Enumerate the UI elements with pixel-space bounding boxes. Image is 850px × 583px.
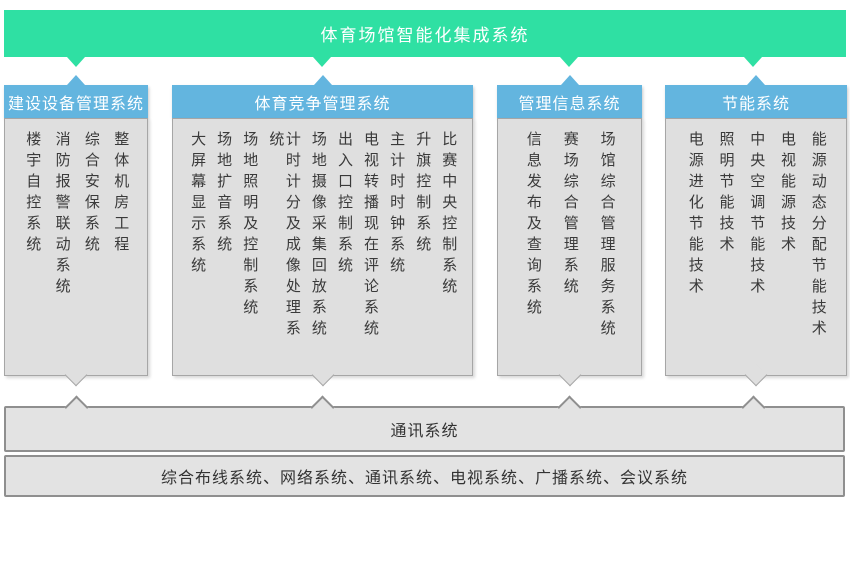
- subsystem-item: 电视能源技术: [779, 131, 796, 257]
- column-body: 整体机房工程 综合安保系统 消防报警联动系统 楼宇自控系统: [4, 118, 148, 387]
- subsystem-item: 场馆综合管理服务系统: [598, 131, 616, 341]
- up-arrow-icon: [560, 75, 579, 85]
- up-arrow-icon: [747, 75, 765, 85]
- down-arrow-icon: [67, 57, 85, 67]
- notch-down-icon: [64, 363, 88, 387]
- subsystem-item: 场地摄像采集回放系统: [309, 131, 327, 341]
- subsystem-item: 比赛中央控制系统: [440, 131, 458, 299]
- root-system-bar: 体育场馆智能化集成系统: [4, 10, 846, 57]
- column-body: 能源动态分配节能技术 电视能源技术 中央空调节能技术 照明节能技术 电源进化节能…: [665, 118, 847, 387]
- subsystem-item: 赛场综合管理系统: [561, 131, 579, 299]
- column-energy-saving: 节能系统 能源动态分配节能技术 电视能源技术 中央空调节能技术 照明节能技术 电…: [665, 75, 847, 387]
- communication-bar: 通讯系统: [4, 395, 845, 452]
- subsystem-item: 综合安保系统: [82, 131, 100, 257]
- subsystem-item: 计时计分及成像处理系统: [267, 131, 301, 341]
- subsystem-item: 整体机房工程: [112, 131, 130, 257]
- column-header: 建设设备管理系统: [4, 85, 148, 118]
- subsystem-item: 出入口控制系统: [335, 131, 353, 278]
- column-body: 场馆综合管理服务系统 赛场综合管理系统 信息发布及查询系统: [497, 118, 642, 387]
- down-arrow-icon: [560, 57, 578, 67]
- down-arrow-icon: [744, 57, 762, 67]
- root-system-title: 体育场馆智能化集成系统: [320, 26, 530, 45]
- subsystem-item: 场地扩音系统: [215, 131, 233, 257]
- down-arrow-icon: [313, 57, 331, 67]
- bump-up-icon: [741, 395, 766, 420]
- subsystem-item: 电视转播现在评论系统: [362, 131, 380, 341]
- bump-up-icon: [64, 395, 89, 420]
- column-header: 管理信息系统: [497, 85, 642, 118]
- column-building-equipment-mgmt: 建设设备管理系统 整体机房工程 综合安保系统 消防报警联动系统 楼宇自控系统: [4, 75, 148, 387]
- bump-up-icon: [310, 395, 335, 420]
- bump-up-icon: [557, 395, 582, 420]
- column-sports-competition-mgmt: 体育竞争管理系统 比赛中央控制系统 升旗控制系统 主计时时钟系统 电视转播现在评…: [172, 75, 473, 387]
- up-arrow-icon: [313, 75, 332, 85]
- subsystem-item: 场地照明及控制系统: [241, 131, 259, 320]
- column-header: 体育竞争管理系统: [172, 85, 473, 118]
- subsystem-item: 中央空调节能技术: [748, 131, 766, 299]
- subsystem-item: 照明节能技术: [717, 131, 735, 257]
- subsystem-item: 大屏幕显示系统: [189, 131, 207, 278]
- infrastructure-bar: 综合布线系统、网络系统、通讯系统、电视系统、广播系统、会议系统: [4, 455, 845, 497]
- column-header: 节能系统: [665, 85, 847, 118]
- subsystem-item: 主计时时钟系统: [388, 131, 406, 278]
- subsystem-item: 楼宇自控系统: [24, 131, 42, 257]
- subsystem-item: 电源进化节能技术: [686, 131, 704, 299]
- notch-down-icon: [558, 363, 581, 387]
- subsystem-item: 信息发布及查询系统: [524, 131, 542, 320]
- communication-bar-label: 通讯系统: [390, 423, 459, 440]
- subsystem-item: 消防报警联动系统: [53, 131, 71, 299]
- subsystem-item: 升旗控制系统: [414, 131, 432, 257]
- infrastructure-bar-label: 综合布线系统、网络系统、通讯系统、电视系统、广播系统、会议系统: [160, 470, 688, 487]
- up-arrow-icon: [67, 75, 85, 85]
- column-body: 比赛中央控制系统 升旗控制系统 主计时时钟系统 电视转播现在评论系统 出入口控制…: [172, 118, 473, 387]
- column-management-info: 管理信息系统 场馆综合管理服务系统 赛场综合管理系统 信息发布及查询系统: [497, 75, 642, 387]
- subsystem-item: 能源动态分配节能技术: [809, 131, 827, 341]
- notch-down-icon: [311, 363, 334, 387]
- notch-down-icon: [744, 363, 768, 387]
